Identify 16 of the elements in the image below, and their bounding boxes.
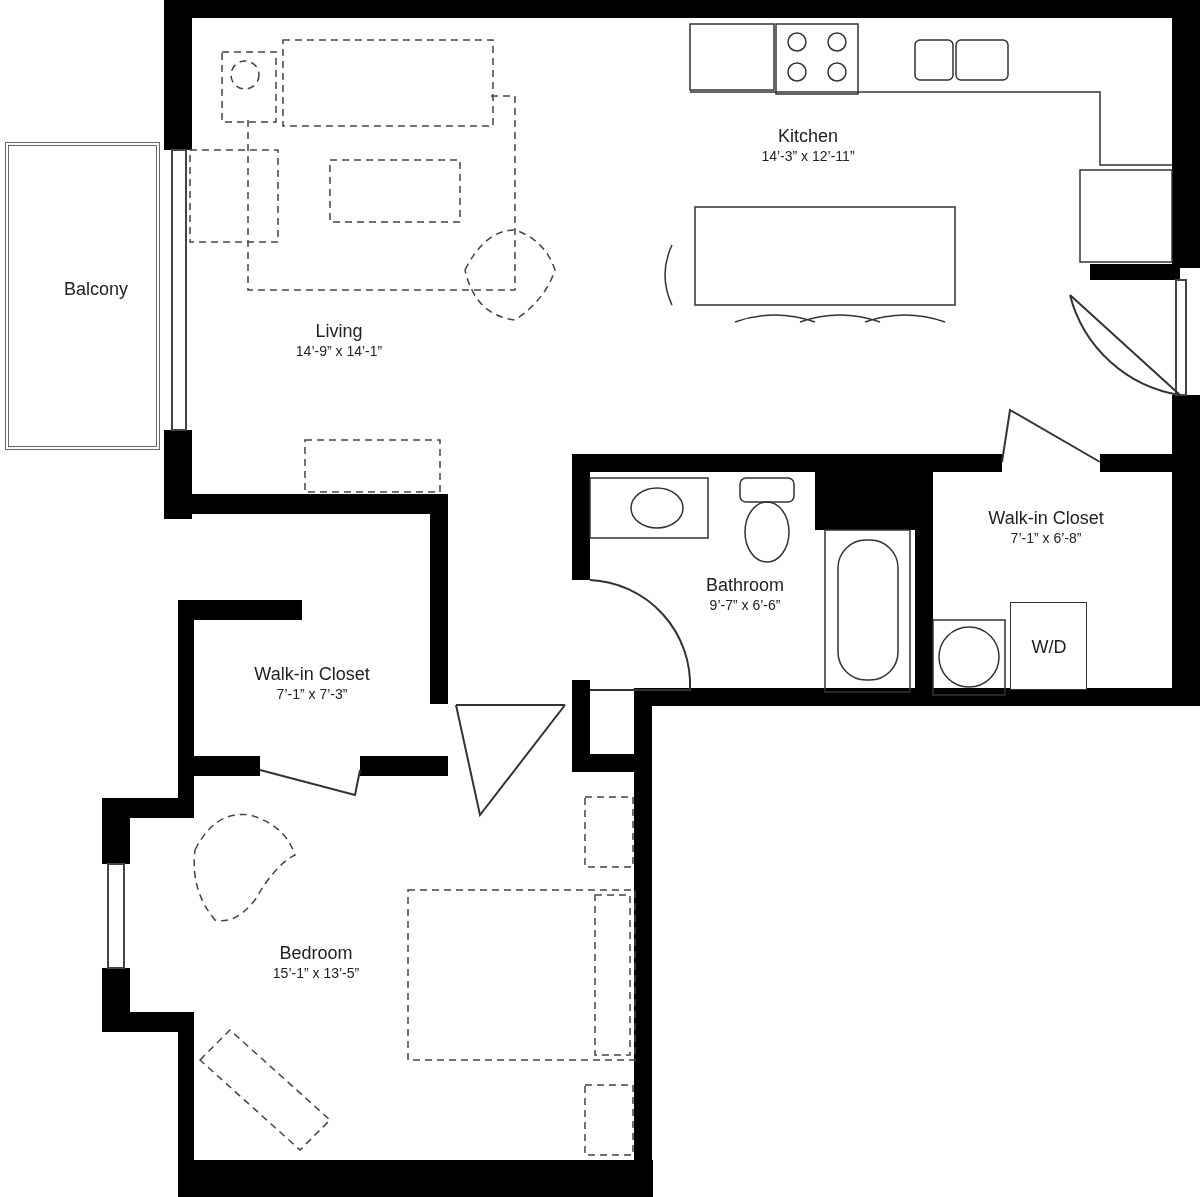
- washer-dryer-box: [1010, 602, 1087, 690]
- room-name: Walk-in Closet: [988, 507, 1104, 530]
- room-name: Bedroom: [278, 942, 354, 965]
- room-name: Bathroom: [706, 574, 784, 597]
- room-dimensions: 15’-1” x 13’-5”: [272, 964, 360, 982]
- room-dimensions: 7’-1” x 6’-8”: [1009, 529, 1083, 547]
- room-dimensions: 14’-9” x 14’-1”: [295, 342, 383, 360]
- room-name: W/D: [1031, 635, 1067, 659]
- balcony-outline: [5, 142, 160, 450]
- room-name: Kitchen: [776, 125, 839, 148]
- room-name: Walk-in Closet: [254, 663, 370, 686]
- room-dimensions: 14’-3” x 12’-11”: [761, 147, 855, 165]
- room-name: Living: [314, 320, 364, 343]
- room-dimensions: 7’-1” x 7’-3”: [275, 685, 349, 703]
- room-dimensions: 9’-7” x 6’-6”: [708, 596, 782, 614]
- room-name: Balcony: [64, 277, 128, 301]
